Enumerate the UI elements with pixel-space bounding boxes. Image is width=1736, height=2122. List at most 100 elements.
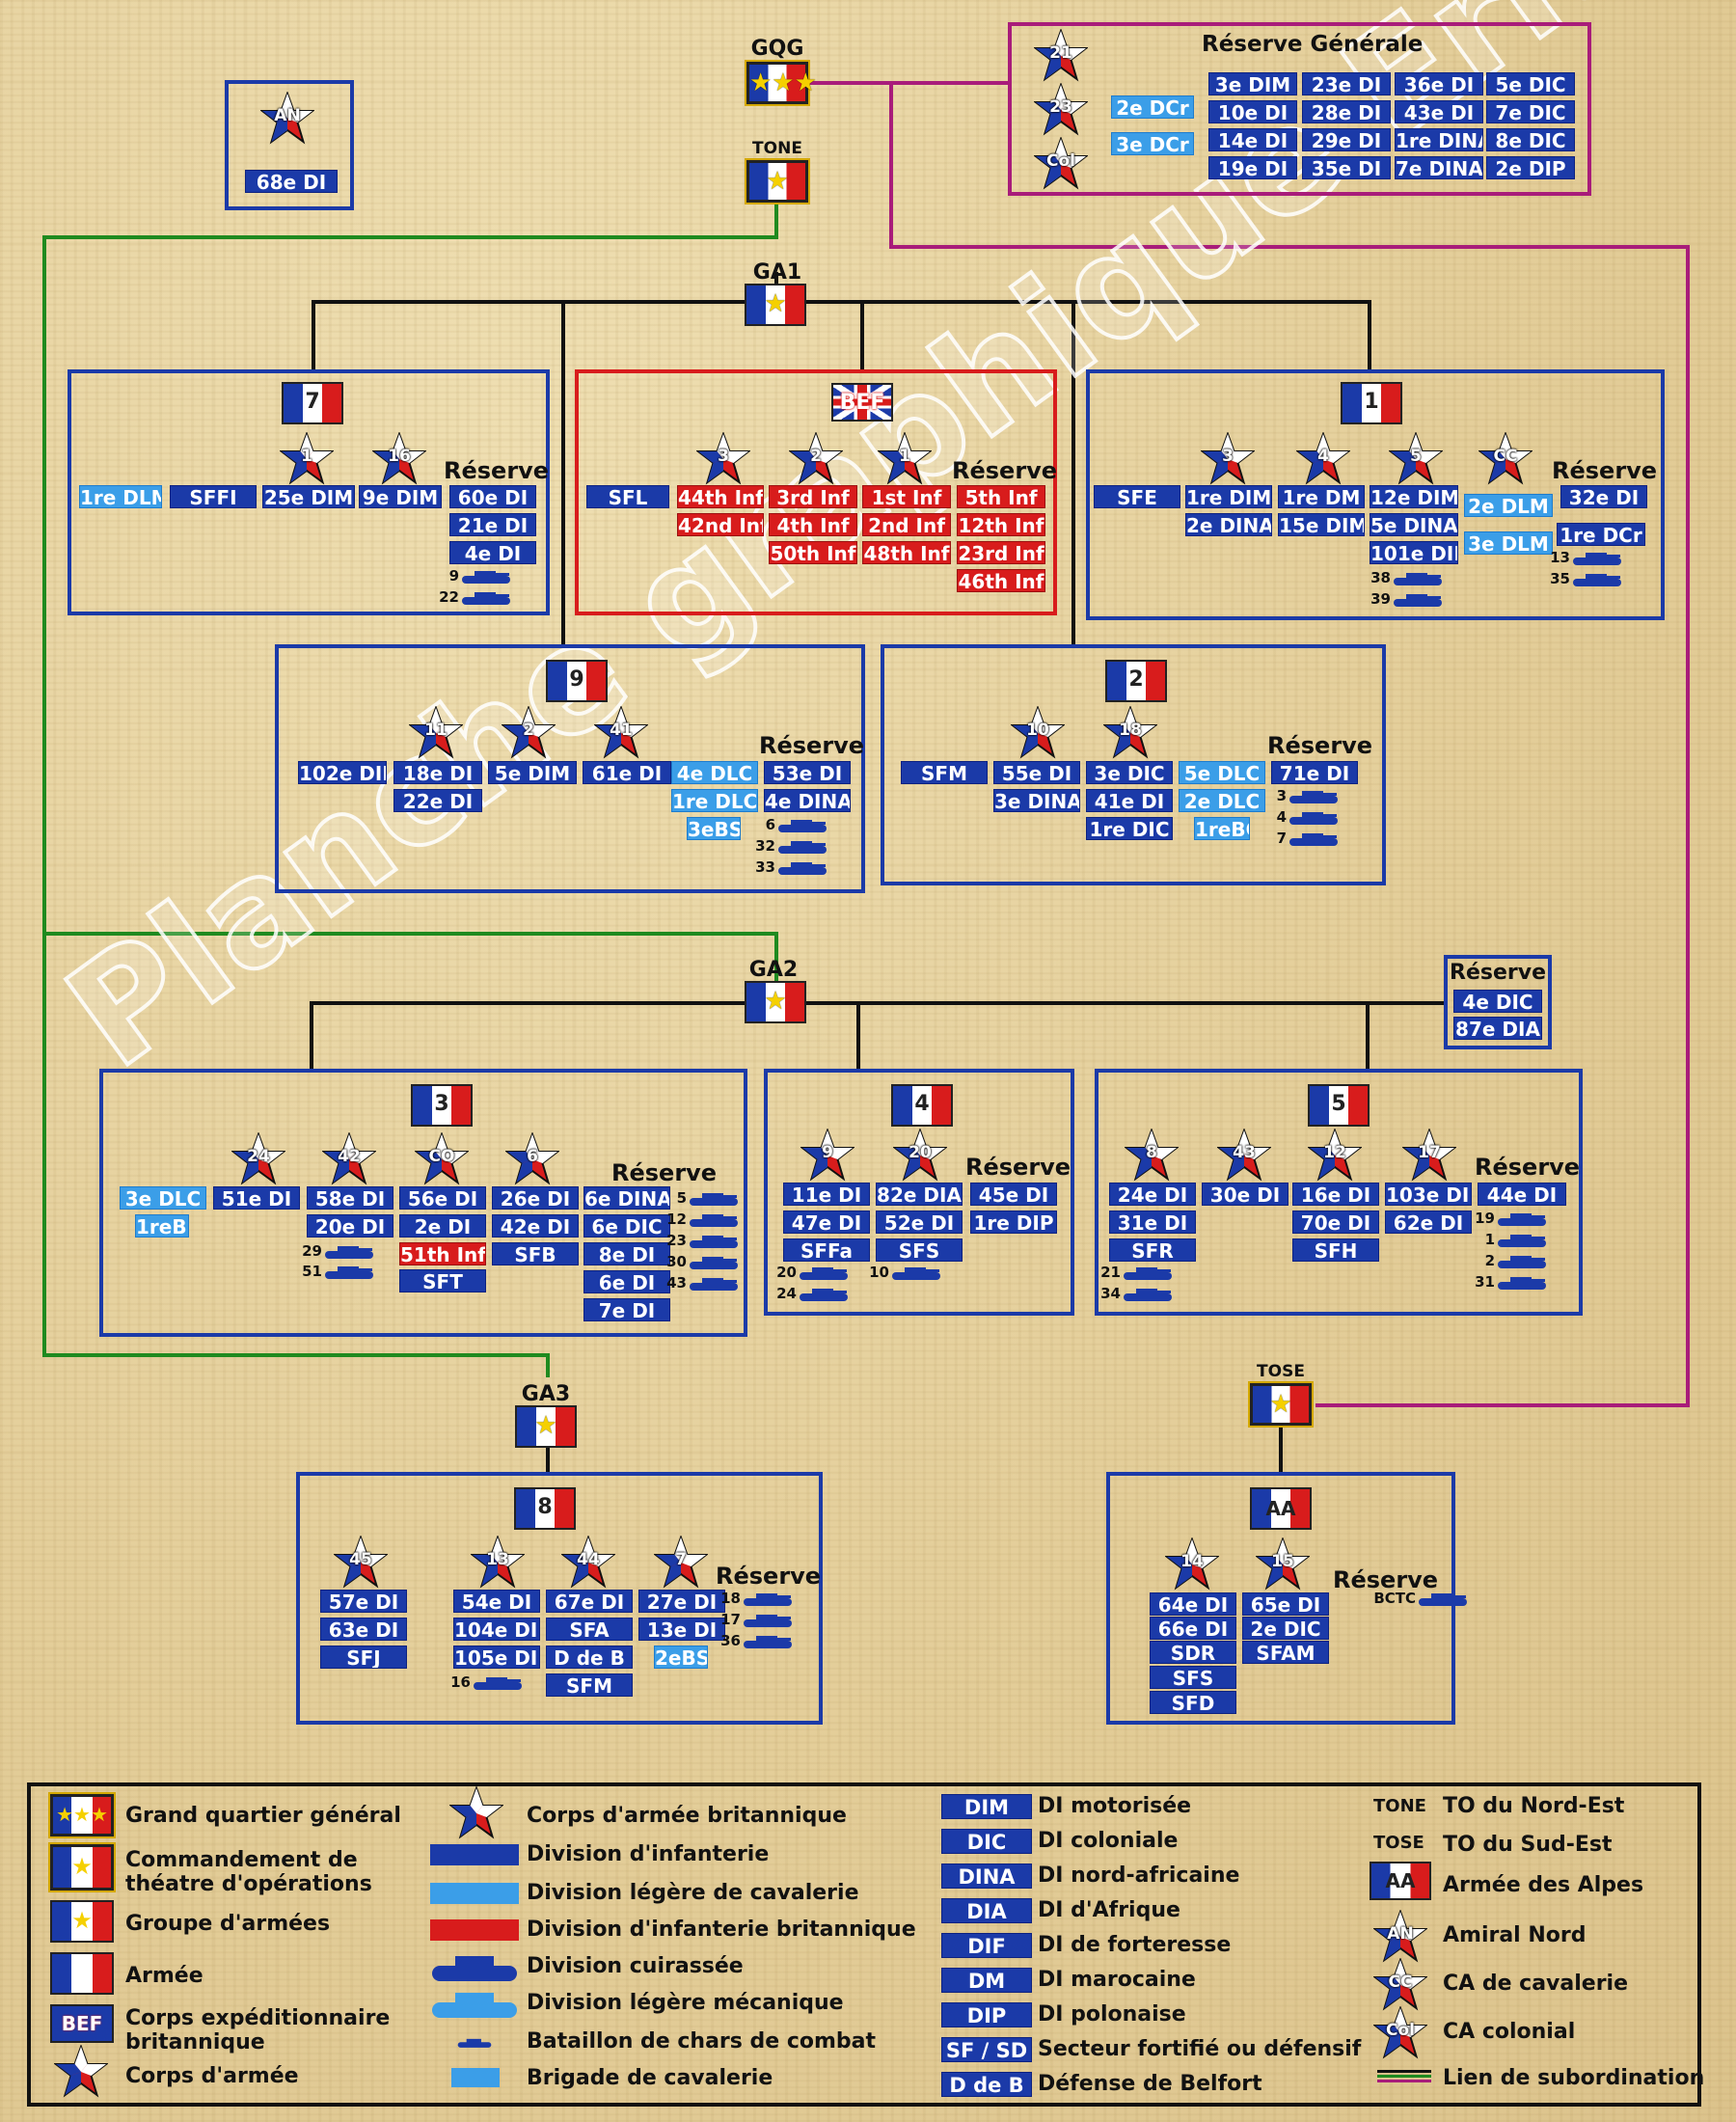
tank-battalion[interactable]: 21: [1067, 1264, 1173, 1281]
division-unit[interactable]: SFAM: [1242, 1641, 1329, 1664]
division-unit[interactable]: 61e DI: [583, 761, 671, 784]
army-1-flag[interactable]: 1: [1341, 382, 1402, 424]
rg-division[interactable]: 3e DIM: [1208, 72, 1297, 95]
division-unit[interactable]: 3rd Inf: [769, 485, 857, 508]
tose-flag[interactable]: ★: [1248, 1381, 1314, 1428]
division-unit[interactable]: 2e DLC: [1179, 789, 1265, 812]
tank-battalion[interactable]: 1: [1441, 1231, 1547, 1248]
division-unit[interactable]: SFH: [1292, 1238, 1379, 1262]
division-unit[interactable]: 65e DI: [1242, 1592, 1329, 1616]
ga3-flag[interactable]: ★: [515, 1405, 577, 1448]
army-2-flag[interactable]: 2: [1105, 660, 1167, 702]
division-unit[interactable]: 58e DI: [307, 1186, 393, 1210]
division-unit[interactable]: 11e DI: [783, 1183, 870, 1206]
division-unit[interactable]: 52e DI: [876, 1211, 963, 1234]
rg-division[interactable]: 23e DI: [1302, 72, 1391, 95]
corps-star-icon[interactable]: 14: [1165, 1537, 1219, 1592]
division-unit[interactable]: SFT: [399, 1269, 486, 1292]
corps-star-icon[interactable]: 13: [471, 1536, 525, 1590]
corps-star-icon[interactable]: 9: [800, 1129, 854, 1183]
division-unit[interactable]: 21e DI: [449, 513, 536, 536]
tank-battalion[interactable]: 34: [1067, 1285, 1173, 1302]
division-unit[interactable]: 103e DIF: [1385, 1183, 1472, 1206]
division-unit[interactable]: SFM: [901, 761, 988, 784]
division-unit[interactable]: 3e DLC: [120, 1186, 206, 1210]
division-unit[interactable]: 44th Inf: [677, 485, 764, 508]
corps-star-icon[interactable]: 42: [322, 1132, 376, 1186]
division-unit[interactable]: 62e DI: [1385, 1211, 1472, 1234]
bef-flag[interactable]: BEF: [831, 383, 893, 422]
division-unit[interactable]: 67e DI: [546, 1590, 633, 1613]
tank-battalion[interactable]: BCTC: [1333, 1590, 1468, 1607]
tank-battalion[interactable]: 22: [405, 588, 511, 606]
division-unit[interactable]: 63e DI: [320, 1618, 407, 1641]
division-unit[interactable]: 3e DIC: [1086, 761, 1173, 784]
rg-division[interactable]: 19e DI: [1208, 156, 1297, 179]
army-9-flag[interactable]: 9: [546, 660, 608, 702]
tank-battalion[interactable]: 39: [1337, 590, 1443, 608]
corps-star-icon[interactable]: 3: [1201, 432, 1255, 486]
division-unit[interactable]: 5th Inf: [957, 485, 1045, 508]
corps-star-icon[interactable]: 5: [1389, 432, 1443, 486]
corps-star-icon[interactable]: 45: [334, 1536, 388, 1590]
division-unit[interactable]: 66e DI: [1150, 1617, 1236, 1640]
division-unit[interactable]: SFFI: [170, 485, 257, 508]
division-unit[interactable]: 12e DIM: [1370, 485, 1458, 508]
division-unit[interactable]: 42nd Inf: [677, 513, 764, 536]
division-unit[interactable]: 51th Inf: [399, 1242, 486, 1265]
division-unit[interactable]: 30e DI: [1202, 1183, 1288, 1206]
division-unit[interactable]: 101e DIF: [1370, 541, 1458, 564]
tank-battalion[interactable]: 2: [1441, 1252, 1547, 1269]
tank-battalion[interactable]: 31: [1441, 1273, 1547, 1291]
division-unit[interactable]: 1reBC: [1194, 817, 1250, 840]
tone-flag[interactable]: ★: [745, 158, 810, 204]
division-unit[interactable]: SFJ: [320, 1646, 407, 1669]
corps-star-icon[interactable]: 41: [594, 706, 648, 760]
corps-star-icon[interactable]: CC: [1478, 432, 1533, 486]
division-unit[interactable]: 12th Inf: [957, 513, 1045, 536]
amiral-nord-star-icon[interactable]: AN: [260, 92, 314, 146]
tank-battalion[interactable]: 33: [721, 858, 827, 876]
division-unit[interactable]: 4th Inf: [769, 513, 857, 536]
division-unit[interactable]: 42e DI: [492, 1214, 579, 1238]
division-unit[interactable]: 6e DINA: [583, 1186, 670, 1210]
army-3-flag[interactable]: 3: [411, 1084, 473, 1127]
tank-battalion[interactable]: 51: [268, 1263, 374, 1280]
division-unit[interactable]: 71e DI: [1271, 761, 1358, 784]
division-unit[interactable]: 5e DLC: [1179, 761, 1265, 784]
corps-star-icon[interactable]: 17: [1402, 1129, 1456, 1183]
division-unit[interactable]: 1re DIP: [970, 1211, 1057, 1234]
armee-alpes-flag[interactable]: AA: [1250, 1487, 1312, 1530]
tank-battalion[interactable]: 12: [633, 1211, 739, 1228]
rg-division[interactable]: 2e DIP: [1486, 156, 1575, 179]
corps-star-icon[interactable]: 1: [280, 432, 334, 486]
division-unit[interactable]: 1re DLM: [79, 485, 162, 508]
tank-battalion[interactable]: 6: [721, 816, 827, 833]
corps-star-icon[interactable]: 7: [654, 1536, 708, 1590]
tank-battalion[interactable]: 3: [1233, 787, 1339, 804]
division-unit[interactable]: 1re DCr: [1557, 523, 1645, 546]
division-unit[interactable]: SFS: [1150, 1666, 1236, 1689]
division-unit[interactable]: 20e DI: [307, 1214, 393, 1238]
army-5-flag[interactable]: 5: [1308, 1084, 1370, 1127]
rg-division[interactable]: 10e DI: [1208, 100, 1297, 123]
division-unit[interactable]: 3e DLM: [1464, 531, 1553, 555]
rg-division[interactable]: 28e DI: [1302, 100, 1391, 123]
division-unit[interactable]: 2e DLM: [1464, 494, 1553, 517]
division-unit[interactable]: 47e DI: [783, 1211, 870, 1234]
corps-star-icon[interactable]: 8: [1125, 1129, 1179, 1183]
corps-star-icon[interactable]: 12: [1308, 1129, 1362, 1183]
rg-division[interactable]: 7e DIC: [1486, 100, 1575, 123]
division-unit[interactable]: SFS: [876, 1238, 963, 1262]
division-unit[interactable]: SFD: [1150, 1691, 1236, 1714]
tank-battalion[interactable]: 5: [633, 1189, 739, 1207]
division-unit[interactable]: 2e DINA: [1185, 513, 1272, 536]
division-unit[interactable]: 104e DIF: [453, 1618, 540, 1641]
tank-battalion[interactable]: 30: [633, 1253, 739, 1270]
corps-star-icon[interactable]: CO: [415, 1132, 469, 1186]
division-unit[interactable]: 41e DI: [1086, 789, 1173, 812]
division-unit[interactable]: 1re DM: [1278, 485, 1365, 508]
division-unit[interactable]: 60e DI: [449, 485, 536, 508]
rg-division[interactable]: 43e DI: [1395, 100, 1483, 123]
division-unit[interactable]: 15e DIM: [1278, 513, 1365, 536]
